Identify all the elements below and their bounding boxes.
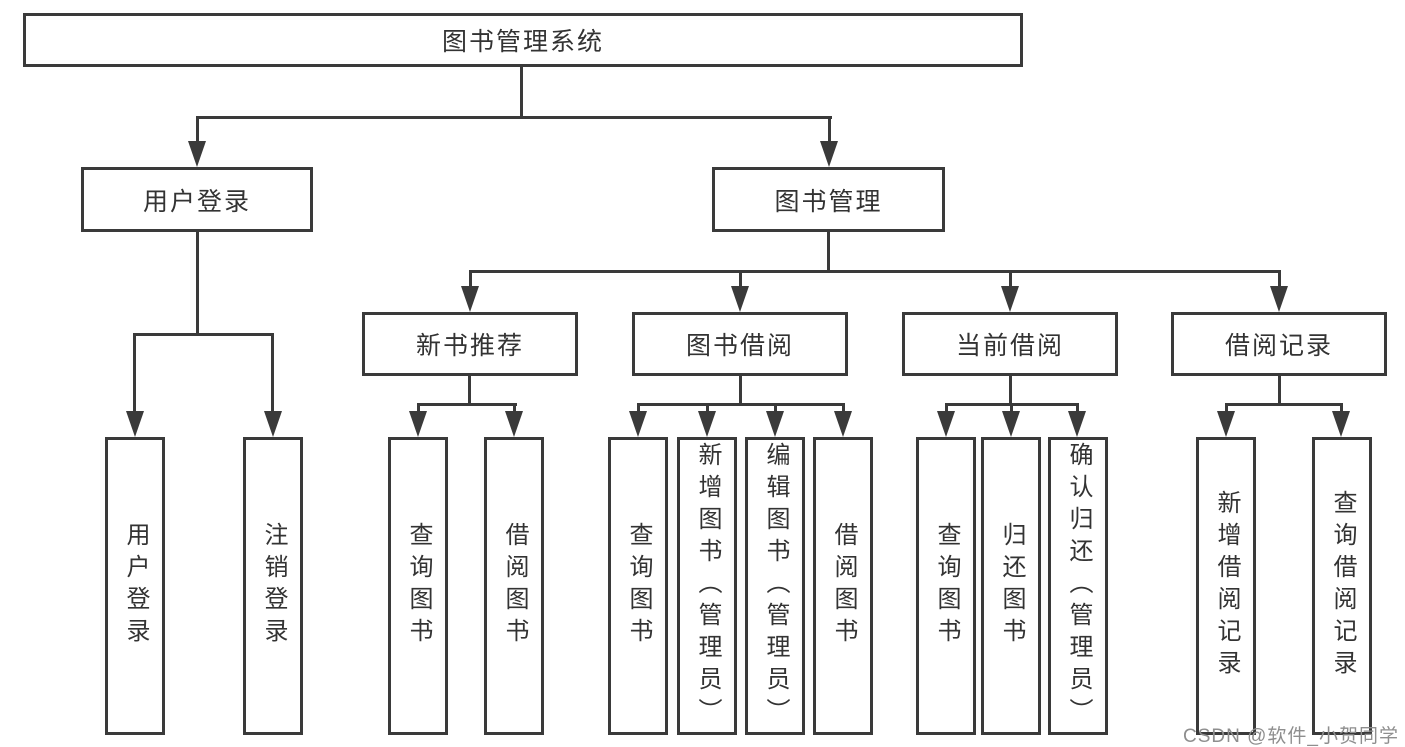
leaf-query-borrow-record: 查询借阅记录 (1312, 437, 1372, 735)
connector-shaft (706, 403, 709, 415)
connector-hline (133, 333, 274, 336)
arrowhead-icon (834, 411, 852, 437)
leaf-label: 借阅图书 (830, 522, 857, 650)
arrowhead-icon (731, 286, 749, 312)
connector-stem (827, 232, 830, 273)
arrowhead-icon (126, 411, 144, 437)
leaf-label: 查询图书 (933, 522, 960, 650)
connector-stem (739, 376, 742, 406)
arrowhead-icon (937, 411, 955, 437)
leaf-return-book: 归还图书 (981, 437, 1041, 735)
connector-shaft (739, 270, 742, 290)
leaf-edit-book-admin: 编辑图书（管理员） (745, 437, 805, 735)
arrowhead-icon (1001, 286, 1019, 312)
leaf-add-borrow-record: 新增借阅记录 (1196, 437, 1256, 735)
leaf-label: 借阅图书 (501, 522, 528, 650)
connector-hline (1225, 403, 1343, 406)
leaf-query-books: 查询图书 (388, 437, 448, 735)
leaf-borrow-books: 借阅图书 (484, 437, 544, 735)
leaf-label: 编辑图书（管理员） (762, 442, 789, 730)
arrowhead-icon (188, 141, 206, 167)
arrowhead-icon (698, 411, 716, 437)
arrowhead-icon (1270, 286, 1288, 312)
node-current-borrow: 当前借阅 (902, 312, 1118, 376)
connector-shaft (637, 403, 640, 415)
arrowhead-icon (1332, 411, 1350, 437)
node-book-management: 图书管理 (712, 167, 945, 232)
leaf-label: 查询图书 (625, 522, 652, 650)
leaf-query-books: 查询图书 (916, 437, 976, 735)
csdn-watermark: CSDN @软件_小贺同学 (1183, 726, 1399, 747)
connector-shaft (774, 403, 777, 415)
arrowhead-icon (409, 411, 427, 437)
connector-shaft (842, 403, 845, 415)
leaf-confirm-return-admin: 确认归还（管理员） (1048, 437, 1108, 735)
connector-root-hline (196, 116, 832, 119)
node-borrow-records: 借阅记录 (1171, 312, 1387, 376)
arrowhead-icon (1068, 411, 1086, 437)
arrowhead-icon (505, 411, 523, 437)
leaf-label: 新增借阅记录 (1213, 490, 1240, 682)
connector-shaft (1340, 403, 1343, 415)
connector-shaft (133, 333, 136, 413)
connector-shaft (1076, 403, 1079, 415)
node-new-book-recommend: 新书推荐 (362, 312, 578, 376)
leaf-borrow-books: 借阅图书 (813, 437, 873, 735)
connector-hline (469, 270, 1281, 273)
arrowhead-icon (629, 411, 647, 437)
connector-shaft (828, 116, 831, 143)
connector-shaft (196, 116, 199, 143)
connector-shaft (271, 333, 274, 413)
connector-hline (637, 403, 845, 406)
leaf-label: 确认归还（管理员） (1065, 442, 1092, 730)
leaf-label: 新增图书（管理员） (694, 442, 721, 730)
leaf-label: 查询图书 (405, 522, 432, 650)
leaf-user-login: 用户登录 (105, 437, 165, 735)
connector-shaft (513, 403, 516, 415)
leaf-label: 注销登录 (260, 522, 287, 650)
node-book-borrow: 图书借阅 (632, 312, 848, 376)
arrowhead-icon (461, 286, 479, 312)
connector-stem (196, 232, 199, 335)
leaf-label: 归还图书 (998, 522, 1025, 650)
leaf-query-books: 查询图书 (608, 437, 668, 735)
connector-stem (468, 376, 471, 406)
leaf-logout: 注销登录 (243, 437, 303, 735)
connector-shaft (1225, 403, 1228, 415)
connector-shaft (1009, 270, 1012, 290)
connector-shaft (417, 403, 420, 415)
leaf-add-book-admin: 新增图书（管理员） (677, 437, 737, 735)
connector-stem (1009, 376, 1012, 406)
leaf-label: 查询借阅记录 (1329, 490, 1356, 682)
node-user-login: 用户登录 (81, 167, 313, 232)
connector-shaft (469, 270, 472, 290)
arrowhead-icon (766, 411, 784, 437)
connector-root-stem (520, 65, 523, 119)
arrowhead-icon (1217, 411, 1235, 437)
connector-shaft (1010, 403, 1013, 415)
arrowhead-icon (264, 411, 282, 437)
arrowhead-icon (1002, 411, 1020, 437)
leaf-label: 用户登录 (122, 522, 149, 650)
arrowhead-icon (820, 141, 838, 167)
connector-shaft (1278, 270, 1281, 290)
connector-hline (417, 403, 517, 406)
node-book-management-system: 图书管理系统 (23, 13, 1023, 67)
connector-shaft (945, 403, 948, 415)
connector-stem (1278, 376, 1281, 406)
